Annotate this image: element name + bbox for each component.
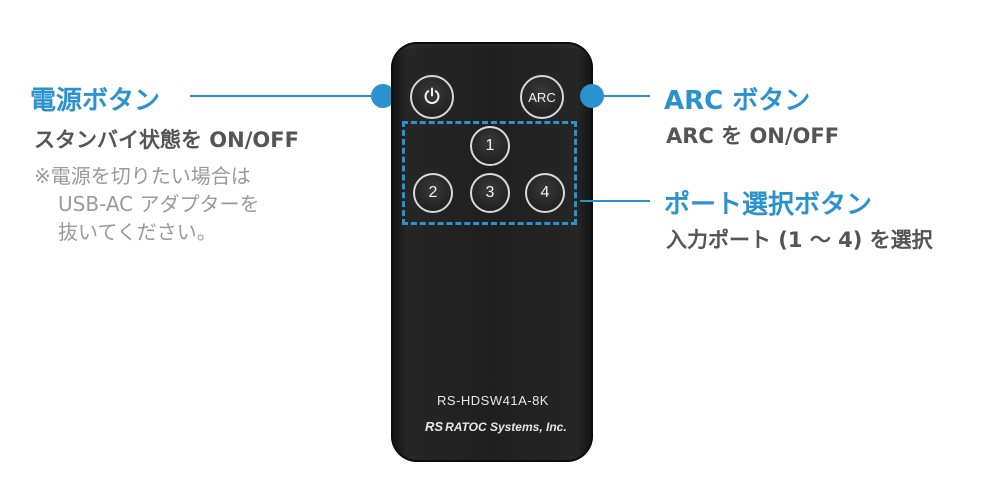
port-1-label: 1 — [485, 137, 495, 154]
port-2-label: 2 — [428, 184, 438, 201]
port-2-button[interactable]: 2 — [413, 173, 453, 213]
power-button[interactable] — [410, 75, 454, 119]
power-button-title: 電源ボタン — [30, 86, 161, 116]
arc-button-label: ARC — [528, 89, 556, 105]
model-number: RS-HDSW41A-8K — [437, 393, 549, 408]
brand-name: RATOC Systems, Inc. — [445, 420, 567, 434]
port-buttons-highlight — [402, 121, 577, 225]
port-4-button[interactable]: 4 — [525, 173, 565, 213]
arc-button-description: ARC を ON/OFF — [666, 124, 840, 148]
arc-callout-line — [598, 95, 650, 97]
power-note-line-3: 抜いてください。 — [58, 220, 217, 244]
port-3-label: 3 — [485, 184, 495, 201]
brand-logo: RS — [425, 419, 444, 434]
power-callout-line — [190, 95, 382, 97]
power-note-line-1: ※電源を切りたい場合は — [34, 164, 251, 188]
power-icon — [422, 86, 442, 109]
port-1-button[interactable]: 1 — [470, 126, 510, 166]
port-callout-line — [580, 200, 650, 202]
port-select-description: 入力ポート (1 ～ 4) を選択 — [666, 228, 933, 252]
arc-button-title: ARC ボタン — [664, 86, 811, 116]
power-button-description: スタンバイ状態を ON/OFF — [34, 128, 299, 152]
arc-button[interactable]: ARC — [520, 75, 564, 119]
port-4-label: 4 — [540, 184, 550, 201]
port-3-button[interactable]: 3 — [470, 173, 510, 213]
port-select-title: ポート選択ボタン — [664, 190, 873, 220]
power-note-line-2: USB-AC アダプターを — [58, 192, 260, 216]
